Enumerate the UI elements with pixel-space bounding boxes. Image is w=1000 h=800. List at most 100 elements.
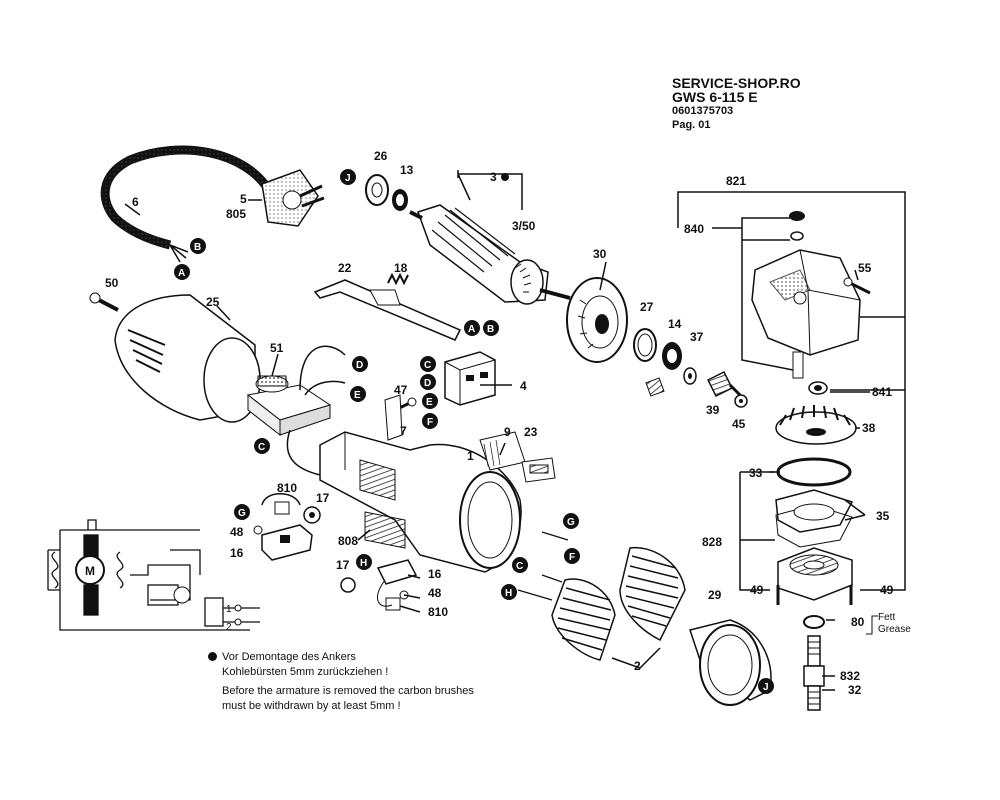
label-6: 6 xyxy=(132,195,139,209)
badge-j-guard: J xyxy=(758,678,774,694)
label-25: 25 xyxy=(206,295,220,309)
label-29: 29 xyxy=(708,588,722,602)
label-14: 14 xyxy=(668,317,682,331)
screw-55 xyxy=(843,277,871,295)
label-50: 50 xyxy=(105,276,119,290)
carbon-brush-810 xyxy=(261,493,301,515)
label-3: 3 xyxy=(490,170,497,184)
motor-housing xyxy=(319,394,522,573)
label-17-bottom: 17 xyxy=(336,558,350,572)
svg-text:F: F xyxy=(569,552,575,563)
label-3-50: 3/50 xyxy=(512,219,536,233)
badge-f-switch: F xyxy=(422,413,438,429)
switch-contact-1 xyxy=(234,604,242,612)
badge-b-switch: B xyxy=(483,320,499,336)
grease-en: Grease xyxy=(878,624,911,635)
bevel-gear-38 xyxy=(775,405,857,445)
svg-text:C: C xyxy=(258,442,265,453)
badge-c-electronics: C xyxy=(254,438,270,454)
gear-housing xyxy=(751,249,861,356)
switch-pos-2: 2 xyxy=(226,622,232,633)
badge-j-top: J xyxy=(340,169,356,185)
grease-symbol: Fett Grease xyxy=(866,612,911,635)
label-805: 805 xyxy=(226,207,246,221)
potentiometer xyxy=(173,586,191,604)
ring-27 xyxy=(633,328,657,362)
note-de-line2: Kohlebürsten 5mm zurückziehen ! xyxy=(222,666,389,678)
note-en-line1: Before the armature is removed the carbo… xyxy=(222,685,474,697)
badge-d-switch: D xyxy=(420,374,436,390)
label-48-top: 48 xyxy=(230,525,244,539)
switch xyxy=(444,351,496,406)
switch-rod xyxy=(313,279,462,341)
wheel-guard xyxy=(689,619,772,706)
svg-text:G: G xyxy=(567,517,575,528)
label-22: 22 xyxy=(338,261,352,275)
label-810-top: 810 xyxy=(277,481,297,495)
bearing-26 xyxy=(365,174,389,206)
label-26: 26 xyxy=(374,149,388,163)
label-55: 55 xyxy=(858,261,872,275)
page-header: SERVICE-SHOP.RO GWS 6-115 E 0601375703 P… xyxy=(672,76,801,132)
washer-37 xyxy=(683,367,697,385)
label-7: 7 xyxy=(400,424,407,438)
pinion-39 xyxy=(706,370,742,398)
label-38: 38 xyxy=(862,421,876,435)
badge-c-switch: C xyxy=(420,356,436,372)
electronic-module xyxy=(246,345,346,476)
model-title: GWS 6-115 E xyxy=(672,89,758,105)
part-labels: 6 5 805 50 25 51 22 18 26 13 3 3/50 30 2… xyxy=(105,149,894,697)
leader-lines xyxy=(124,170,906,691)
svg-text:A: A xyxy=(468,324,475,335)
clip-23 xyxy=(521,457,556,483)
label-810-bottom: 810 xyxy=(428,605,448,619)
spindle-32 xyxy=(803,635,825,711)
label-39: 39 xyxy=(706,403,720,417)
label-30: 30 xyxy=(593,247,607,261)
o-ring-33 xyxy=(776,457,852,487)
label-32: 32 xyxy=(848,683,862,697)
label-808: 808 xyxy=(338,534,358,548)
switch-contact-2 xyxy=(234,618,242,626)
svg-text:D: D xyxy=(424,378,431,389)
label-1: 1 xyxy=(467,449,474,463)
site-title: SERVICE-SHOP.RO xyxy=(672,75,801,91)
badge-h-brush: H xyxy=(356,554,372,570)
motor-label: M xyxy=(85,564,95,578)
cap-840 xyxy=(789,211,805,241)
badge-g-brush: G xyxy=(234,504,250,520)
svg-text:A: A xyxy=(178,268,185,279)
badge-h-coil: H xyxy=(501,584,517,600)
connection-badges: A B J D E C A B C D E F G H G F C H J xyxy=(174,169,774,694)
screw-50 xyxy=(89,292,119,312)
svg-text:F: F xyxy=(427,417,433,428)
bearing-13 xyxy=(392,189,408,211)
svg-text:B: B xyxy=(194,242,201,253)
spring-17 xyxy=(303,506,321,524)
badge-e-switch: E xyxy=(422,393,438,409)
badge-a-cord: A xyxy=(174,264,190,280)
housing-cover xyxy=(114,294,261,423)
insulation-808 xyxy=(364,511,406,549)
bullet-icon xyxy=(208,652,217,661)
note-marker-dot xyxy=(501,173,509,181)
label-23: 23 xyxy=(524,425,538,439)
brush-holder-16 xyxy=(261,524,313,561)
badge-c-coil: C xyxy=(512,557,528,573)
armature xyxy=(409,204,571,305)
part-number: 0601375703 xyxy=(672,105,734,117)
label-821: 821 xyxy=(726,174,746,188)
svg-text:B: B xyxy=(487,324,494,335)
label-2: 2 xyxy=(634,659,641,673)
label-832: 832 xyxy=(840,669,860,683)
label-13: 13 xyxy=(400,163,414,177)
svg-text:H: H xyxy=(505,588,512,599)
svg-text:J: J xyxy=(763,682,769,693)
svg-text:H: H xyxy=(360,558,367,569)
page-number: Pag. 01 xyxy=(672,119,711,131)
badge-e-electronics: E xyxy=(350,386,366,402)
bearing-14 xyxy=(662,342,682,370)
motor-symbol: M xyxy=(75,555,105,585)
svg-text:C: C xyxy=(516,561,523,572)
